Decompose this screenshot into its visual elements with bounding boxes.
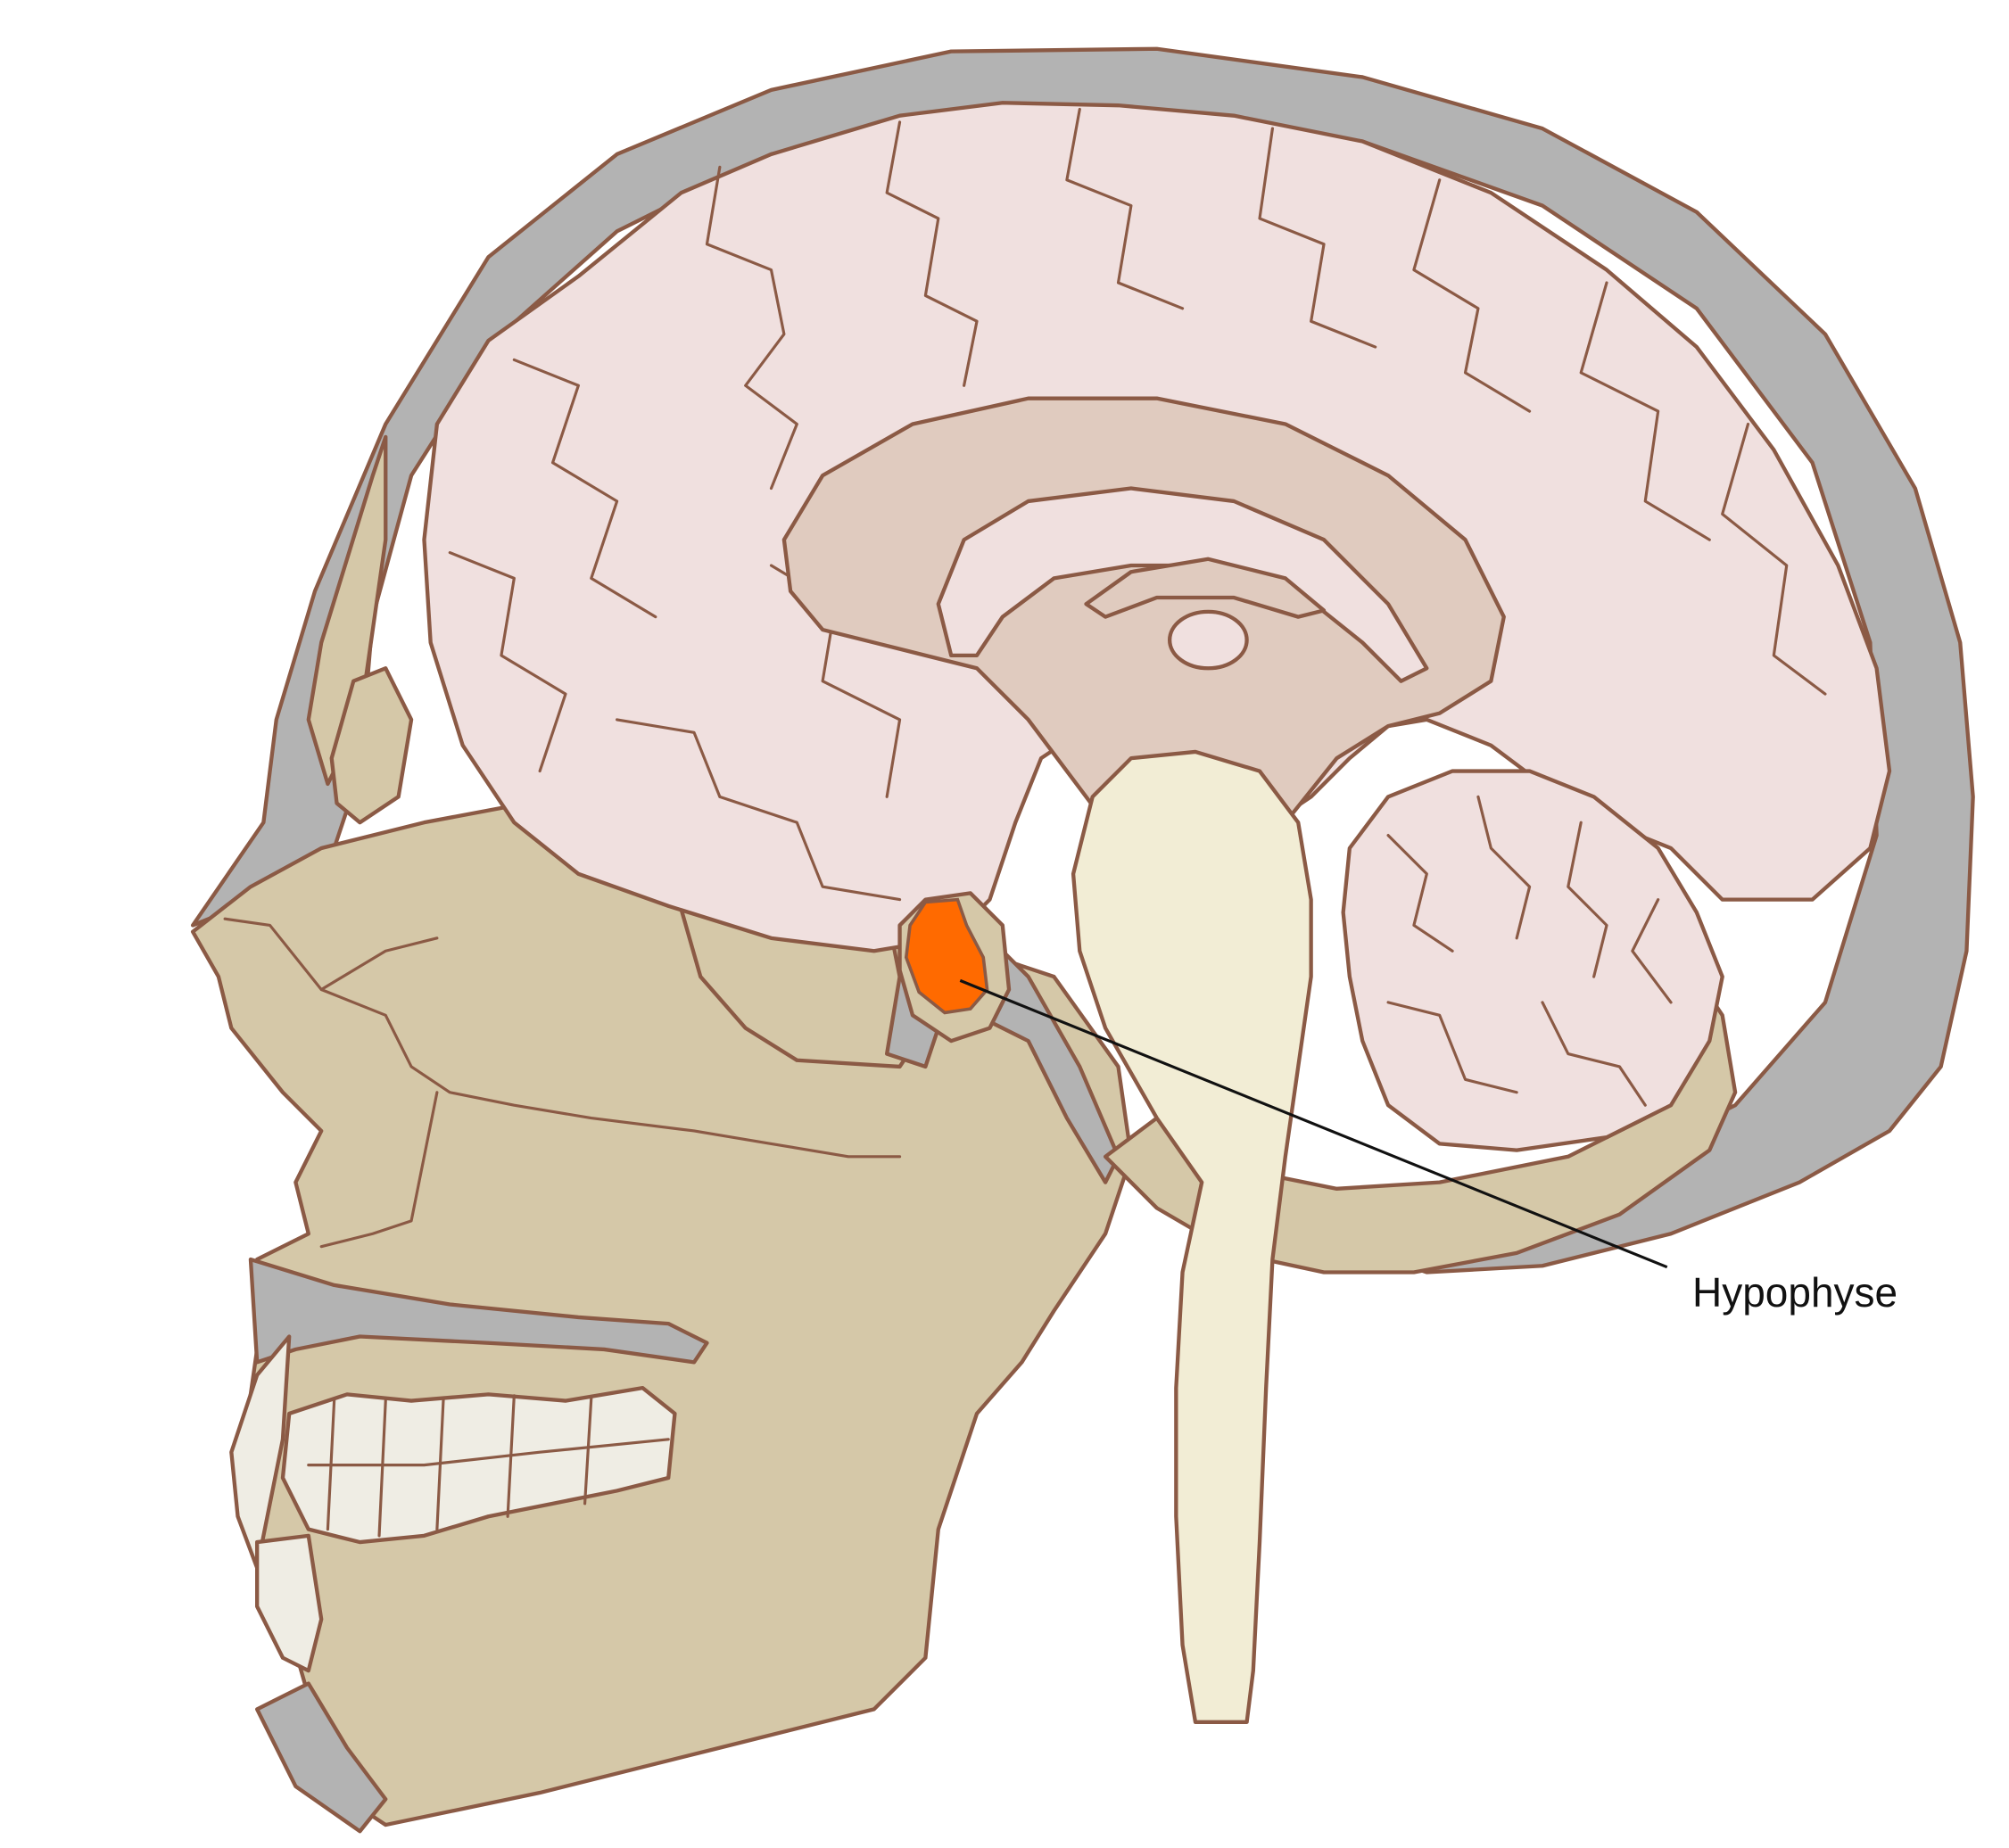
skull-outer-layer <box>190 46 1975 1275</box>
hypophyse-leader-line <box>959 978 1668 1269</box>
teeth <box>229 1334 677 1673</box>
corpus-callosum <box>781 396 1506 1005</box>
brainstem <box>1071 749 1313 1724</box>
cerebellum <box>1341 769 1724 1152</box>
pituitary-gland <box>897 891 1012 1044</box>
hypophyse-label: Hypophyse <box>1692 1269 1898 1316</box>
